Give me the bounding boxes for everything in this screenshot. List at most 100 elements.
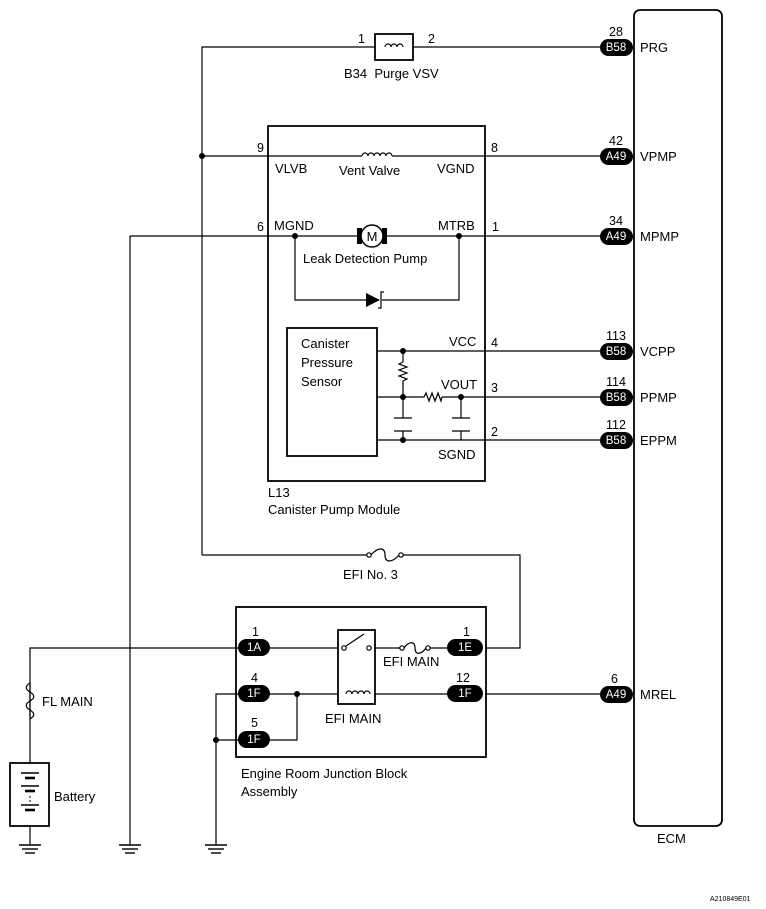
module-pin4: 4 — [491, 336, 498, 350]
jb-pin-1e-num: 1 — [463, 625, 470, 639]
relay-coil-icon — [345, 690, 371, 695]
ecm-terminal-name: PRG — [640, 40, 668, 55]
leak-pump-label: Leak Detection Pump — [303, 251, 427, 266]
vgnd-label: VGND — [437, 161, 475, 176]
module-pin1: 1 — [492, 220, 499, 234]
jb-pin-12-num: 12 — [456, 671, 470, 685]
junction-name-line2: Assembly — [241, 784, 298, 799]
ecm-block: ECM — [633, 9, 723, 846]
ecm-terminal-name: MPMP — [640, 229, 679, 244]
efi-no3-label: EFI No. 3 — [343, 567, 398, 582]
vlvb-label: VLVB — [275, 161, 307, 176]
ecm-connector-id: B58 — [606, 346, 626, 358]
module-pin9: 9 — [257, 141, 264, 155]
pump-motor-icon: M — [357, 224, 387, 248]
ecm-terminal-num: 28 — [609, 25, 623, 39]
mtrb-label: MTRB — [438, 218, 475, 233]
sgnd-label: SGND — [438, 447, 476, 462]
purge-vsv-label: B34 Purge VSV — [344, 66, 439, 81]
vcc-label: VCC — [449, 334, 476, 349]
jb-pin-1a: 1A — [247, 642, 261, 654]
vout-label: VOUT — [441, 377, 477, 392]
module-pin3: 3 — [491, 381, 498, 395]
ecm-terminal-num: 42 — [609, 134, 623, 148]
ecm-connectors: 28 B58 PRG 42 A49 VPMP 34 A49 MPMP 113 B… — [600, 25, 679, 703]
sensor-line1: Canister — [301, 336, 350, 351]
ecm-terminal-vpmp: 42 A49 VPMP — [600, 134, 677, 165]
ecm-label: ECM — [657, 831, 686, 846]
motor-symbol: M — [367, 229, 378, 244]
ground-relay-icon — [205, 844, 227, 854]
ecm-terminal-vcpp: 113 B58 VCPP — [600, 329, 675, 360]
sensor-capacitor-left-icon — [394, 417, 412, 432]
purge-vsv: 1 2 B34 Purge VSV — [344, 32, 439, 81]
splice-dots — [199, 153, 464, 743]
ecm-terminal-name: EPPM — [640, 433, 677, 448]
ecm-connector-id: B58 — [606, 392, 626, 404]
ecm-terminal-mpmp: 34 A49 MPMP — [600, 214, 679, 245]
sensor-line2: Pressure — [301, 355, 353, 370]
ecm-connector-id: B58 — [606, 435, 626, 447]
jb-pin-1a-num: 1 — [252, 625, 259, 639]
jb-pin-1e: 1E — [458, 642, 472, 654]
vent-valve-label: Vent Valve — [339, 163, 400, 178]
ecm-terminal-mrel: 6 A49 MREL — [600, 672, 676, 703]
efi-no3-fuse-icon — [370, 548, 400, 562]
ecm-terminal-num: 6 — [611, 672, 618, 686]
efi-no3-fuse: EFI No. 3 — [343, 548, 404, 582]
junction-name-line1: Engine Room Junction Block — [241, 766, 408, 781]
efi-main-fuse-label: EFI MAIN — [383, 654, 439, 669]
purge-vsv-pin2: 2 — [428, 32, 435, 46]
ecm-terminal-num: 114 — [606, 375, 626, 389]
module-pin6: 6 — [257, 220, 264, 234]
ecm-connector-id: A49 — [606, 689, 626, 701]
ecm-terminal-num: 113 — [606, 329, 626, 343]
ecm-connector-id: A49 — [606, 231, 626, 243]
module-pin8: 8 — [491, 141, 498, 155]
fl-main-fusible-link: FL MAIN — [25, 682, 93, 720]
battery-cells-icon — [21, 772, 39, 812]
battery-label: Battery — [54, 789, 96, 804]
ecm-terminal-prg: 28 B58 PRG — [600, 25, 668, 56]
efi-main-relay-label: EFI MAIN — [325, 711, 381, 726]
ecm-terminal-name: PPMP — [640, 390, 677, 405]
ecm-terminal-num: 112 — [606, 418, 626, 432]
ecm-connector-id: B58 — [606, 42, 626, 54]
ecm-terminal-ppmp: 114 B58 PPMP — [600, 375, 677, 406]
module-id: L13 — [268, 485, 290, 500]
battery: Battery — [9, 762, 96, 827]
jb-pin-4-num: 4 — [251, 671, 258, 685]
module-name: Canister Pump Module — [268, 502, 400, 517]
canister-pump-module: 9 VLVB Vent Valve 8 VGND 6 MGND MTRB 1 M… — [257, 125, 499, 517]
ecm-terminal-name: VPMP — [640, 149, 677, 164]
efi-main-relay: EFI MAIN — [325, 629, 381, 726]
mgnd-label: MGND — [274, 218, 314, 233]
jb-pin-5-num: 5 — [251, 716, 258, 730]
efi-main-fuse-icon — [403, 642, 427, 654]
purge-vsv-pin1: 1 — [358, 32, 365, 46]
junction-block: 1 1A 4 1F 5 1F 1 1E 12 1F EFI MAIN — [235, 606, 487, 799]
ground-battery-icon — [19, 844, 41, 854]
jb-pin-4: 1F — [247, 688, 260, 700]
ecm-connector-id: A49 — [606, 151, 626, 163]
ecm-terminal-name: VCPP — [640, 344, 675, 359]
module-pin2: 2 — [491, 425, 498, 439]
sensor-capacitor-right-icon — [452, 417, 470, 432]
sensor-resistor-vertical-icon — [397, 361, 409, 385]
sensor-resistor-horizontal-icon — [423, 391, 443, 404]
wires — [29, 46, 600, 845]
ecm-terminal-name: MREL — [640, 687, 676, 702]
jb-pin-12: 1F — [458, 688, 471, 700]
ground-pump-icon — [119, 844, 141, 854]
sensor-line3: Sensor — [301, 374, 343, 389]
purge-vsv-coil-icon — [384, 43, 404, 48]
zener-diode-icon — [366, 291, 384, 309]
diagram-id: A210849E01 — [710, 896, 751, 903]
ecm-terminal-eppm: 112 B58 EPPM — [600, 418, 677, 449]
vent-valve-coil-icon — [361, 152, 393, 157]
fl-main-label: FL MAIN — [42, 694, 93, 709]
ecm-terminal-num: 34 — [609, 214, 623, 228]
jb-pin-5: 1F — [247, 734, 260, 746]
relay-switch-icon — [341, 633, 372, 651]
